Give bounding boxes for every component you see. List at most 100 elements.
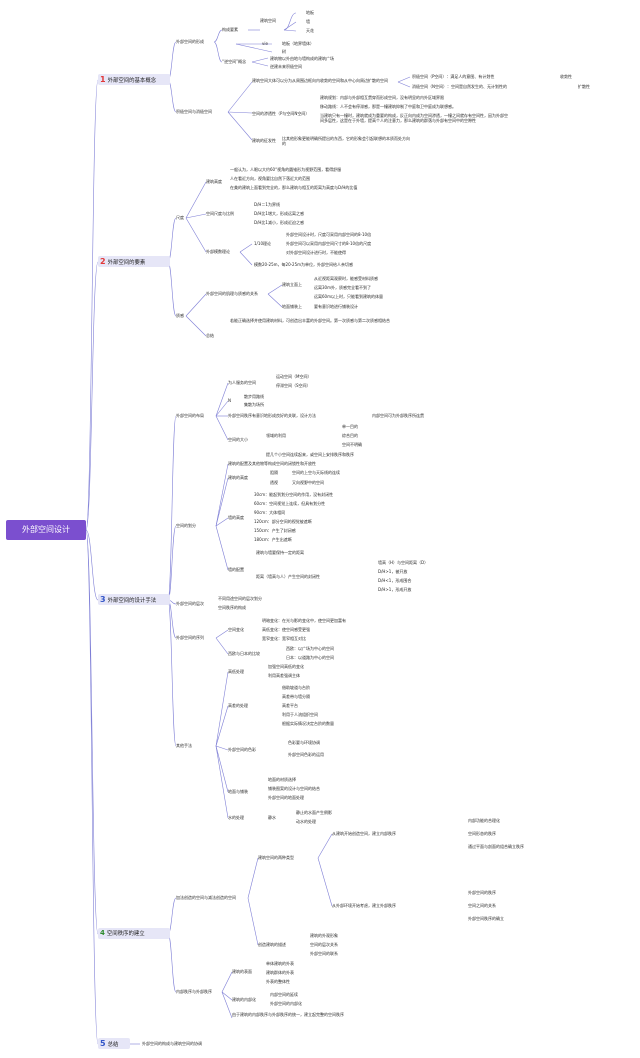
node[interactable]: D/H<1，形成围合 [378,578,412,583]
node[interactable]: 明暗变化：在光与影的变化中，使空间更加富有 [262,618,346,623]
node[interactable]: 高低处理 [228,669,244,674]
node[interactable]: 建筑的表面 [232,969,252,974]
node[interactable]: 外部空间秩序有意识地形成良好的关联，设计方法 [228,413,316,418]
node[interactable]: 为人服务的空间 [228,380,256,385]
node[interactable]: D/H>1，形成开放 [378,587,412,592]
node[interactable]: 通过平面与剖面的组合确立秩序 [468,844,524,849]
node[interactable]: 地面与铺装 [228,789,248,794]
node[interactable]: D/H比1增大，形成远离之感 [254,211,304,216]
node[interactable]: 建筑的高度 [228,475,248,480]
node[interactable]: 建筑的征发性 [252,138,276,143]
node[interactable]: 构成要素 [222,27,238,32]
node[interactable]: 水的处理 [228,815,244,820]
node[interactable]: 外部空间的色彩 [228,747,256,752]
node[interactable]: 若能正确选择并使用建筑材料，可创造出丰富的外部空间。第一次质感与第二次质感相结合 [230,318,390,323]
node[interactable]: 空间的划分 [176,523,196,528]
node[interactable]: 外部空间的内部化 [270,1001,302,1006]
node[interactable]: 建筑空间的两种类型 [258,855,294,860]
node[interactable]: 加法创造的空间与减法创造的空间 [176,895,236,900]
node[interactable]: 铺装图案的设计与空间的结合 [268,786,320,791]
node[interactable]: 停滞空间（S空间） [276,383,311,388]
node[interactable]: 树 [282,49,286,54]
node[interactable]: 内部功能的合理化 [468,818,500,823]
node[interactable]: 天花 [306,28,314,33]
node[interactable]: 高差带与墙分隔 [282,694,310,699]
node[interactable]: 建筑高度 [206,179,222,184]
node[interactable]: 根据实际情况决定台阶的数量 [282,721,334,726]
node[interactable]: “逆空间”概念 [222,59,247,64]
node[interactable]: 静水 [268,815,276,820]
node[interactable]: 墙的高度 [228,515,244,520]
node[interactable]: 墙高（H）与空间距离（D） [378,560,429,565]
node[interactable]: 模数20-25m，每20-25m为单位，外部空间给人亲切感 [254,262,354,267]
node[interactable]: 逆建未来积极空间 [270,64,302,69]
node[interactable]: D/H＝1为界线 [254,202,280,207]
node[interactable]: 收敛性 [560,74,572,79]
node[interactable]: 远离30m外，质感完全看不到了 [314,285,371,290]
node[interactable]: 外表的整体性 [266,979,290,984]
node[interactable]: 内部空间可为外部秩序所连贯 [372,413,424,418]
node[interactable]: 空间尺度与比例 [206,211,234,216]
node[interactable]: 阻隔 [270,470,278,475]
node[interactable]: 空间的上空与天际线的连续 [292,470,340,475]
node[interactable]: 不同用途空间的层次划分 [218,596,262,601]
node[interactable]: 30cm：能起到划分空间的作用，没有封闭性 [254,492,334,497]
node[interactable]: 内部空间的延续 [270,992,298,997]
node[interactable]: 单一目的 [342,424,358,429]
node[interactable]: 要有意识地进行铺装设计 [314,304,358,309]
node[interactable]: 空间不明确 [342,442,362,447]
node[interactable]: 日本：以道路为中心的空间 [286,655,334,660]
node[interactable]: 色彩要与环境协调 [288,740,320,745]
node[interactable]: 动水的处理 [296,819,316,824]
node[interactable]: vie [262,41,268,46]
node[interactable]: 宽窄变化：宽窄相互对比 [262,636,306,641]
node[interactable]: 90cm：大体相同 [254,510,286,515]
node[interactable]: 空间的大小 [228,437,248,442]
node[interactable]: 移动路线：人不会有停滞感，那是一幢建筑抑制了中庭和卫中庭成为联想感。 [320,104,456,109]
node[interactable]: 建筑的外观形象 [310,933,338,938]
node[interactable]: 综合目的 [342,433,358,438]
node[interactable]: 墙 [306,19,310,24]
node[interactable]: 从近视距离观察时，能感受材料质感 [314,276,378,281]
node[interactable]: 其他手法 [176,743,192,748]
node[interactable]: 内部秩序与外部秩序 [176,989,212,994]
node[interactable]: 外部空间的地面处理 [268,795,304,800]
node[interactable]: 1/10理论 [254,241,271,246]
node[interactable]: 对外部空间设计进行时，不能使得 [286,250,346,255]
node[interactable]: 利用高差强调主体 [268,673,300,678]
node[interactable]: 扩散性 [578,84,590,89]
node[interactable]: 空间秩序的构成 [218,605,246,610]
node[interactable]: 高差平台 [282,703,298,708]
node[interactable]: 外部空间的肌理与质感的关系 [206,291,258,296]
node[interactable]: 外部空间的形成 [176,39,204,44]
node[interactable]: 集散为场所 [244,402,264,407]
node[interactable]: 创造建筑的描述 [258,942,286,947]
node[interactable]: N [228,398,231,403]
node[interactable]: D/H比1减小，形成近迫之感 [254,220,304,225]
node[interactable]: 外部空间的构成与建筑空间的协调 [142,1041,202,1046]
node[interactable]: 空间的渗透性（P与空间N空间） [252,111,310,116]
node[interactable]: 距离（墙高与人）产生空间的封闭性 [256,574,320,579]
node[interactable]: 散步用路线 [244,394,264,399]
node[interactable]: 空间之间的关系 [468,903,496,908]
node[interactable]: 建筑立面上 [282,282,302,287]
node[interactable]: 建筑空间 [260,18,276,23]
node[interactable]: 借助坡道与台阶 [282,685,310,690]
node[interactable]: 外部空间的层次 [176,601,204,606]
node[interactable]: 领域的利用 [266,433,286,438]
node[interactable]: 西欧：以广场为中心的空间 [286,646,334,651]
node[interactable]: D/H>1，被开放 [378,569,408,574]
node[interactable]: 质感 [176,313,184,318]
node[interactable]: 积极空间与消极空间 [176,109,212,114]
node[interactable]: 总结 [206,333,214,338]
node[interactable]: 尺度 [176,215,184,220]
node[interactable]: 150cm：产生了封闭感 [254,528,296,533]
node[interactable]: 外部模数理论 [206,249,230,254]
node[interactable]: 外部空间的序列 [176,635,204,640]
node[interactable]: 建筑空间大体可以分为从周围边框向内收敛的空间和从中心向周边扩散的空间 [252,78,388,83]
node[interactable]: 高低变化：使空间感受更强 [262,627,310,632]
node[interactable]: 西欧与日本的比较 [228,651,260,656]
node[interactable]: 120cm：部分空间的视觉被遮断 [254,519,312,524]
node[interactable]: 180cm：产生出遮断 [254,537,292,542]
